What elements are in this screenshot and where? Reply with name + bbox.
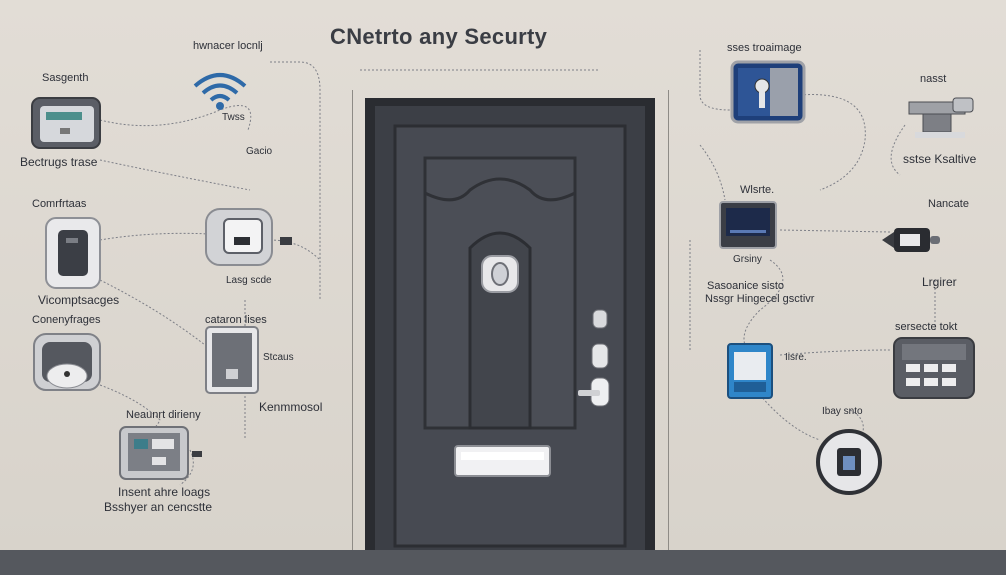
cabinet-label: cataron lises	[205, 314, 267, 326]
wifi-label: hwnacer locnlj	[193, 40, 263, 52]
frame-guide-right	[668, 90, 669, 550]
bay-label: Ibay snto	[822, 406, 863, 417]
keypad-left-label: Neaunrt dirieny	[126, 409, 201, 421]
reader-label: nasst	[920, 73, 947, 85]
remote-fob-device[interactable]	[880, 222, 944, 258]
reader-sub-label: sstse Ksaltive	[903, 152, 977, 166]
keypad-right-label: sersecte tokt	[895, 321, 958, 333]
sensor-label: Iisre.	[785, 352, 807, 363]
lrgirer-label: Lrgirer	[922, 275, 957, 289]
right-desc-line-2: Nssgr Hingecel gsctivr	[705, 293, 815, 305]
wall-sensor-device[interactable]	[44, 216, 102, 290]
smart-lock-device[interactable]	[905, 96, 977, 144]
badge-label: sses troaimage	[727, 42, 802, 54]
cabinet-sub-label: Stcaus	[263, 352, 294, 363]
floor-strip	[0, 550, 1006, 575]
smart-switch-device[interactable]	[204, 207, 296, 269]
segment-label: Sasgenth	[42, 72, 89, 84]
diagram-title: CNetrto any Securty	[330, 24, 548, 49]
keypad-panel-device[interactable]	[892, 336, 976, 400]
switch-caption: Lasg scde	[226, 275, 272, 286]
wifi-sub-label: Twss	[222, 112, 245, 123]
display-sub-label: Grsiny	[733, 254, 762, 265]
vcomp-label: Vicomptsacges	[38, 293, 120, 307]
camera-device[interactable]	[32, 332, 102, 392]
gap-label: Gacio	[246, 146, 273, 157]
display-device[interactable]	[718, 200, 778, 250]
hub-device[interactable]	[815, 428, 883, 496]
cabinet-device[interactable]	[204, 325, 260, 395]
display-label: Wlsrte.	[740, 184, 775, 196]
keypad-device[interactable]	[118, 425, 204, 481]
bottom-line-2: Bsshyer an cencstte	[104, 500, 213, 514]
access-badge-device[interactable]	[730, 60, 806, 124]
kenn-label: Kenmmosol	[259, 400, 323, 414]
wifi-icon[interactable]	[185, 66, 255, 116]
control-panel-device[interactable]	[30, 96, 102, 150]
panel-label: Bectrugs trase	[20, 155, 98, 169]
sensor-box-device[interactable]	[726, 342, 774, 400]
remote-label: Nancate	[928, 198, 969, 210]
right-desc-line-1: Sasoanice sisto	[707, 280, 785, 292]
comp-label: Comrfrtaas	[32, 198, 87, 210]
bottom-line-1: Insent ahre loags	[118, 485, 211, 499]
convey-label: Conenyfrages	[32, 314, 101, 326]
front-door[interactable]	[365, 98, 655, 550]
frame-guide-left	[352, 90, 353, 550]
